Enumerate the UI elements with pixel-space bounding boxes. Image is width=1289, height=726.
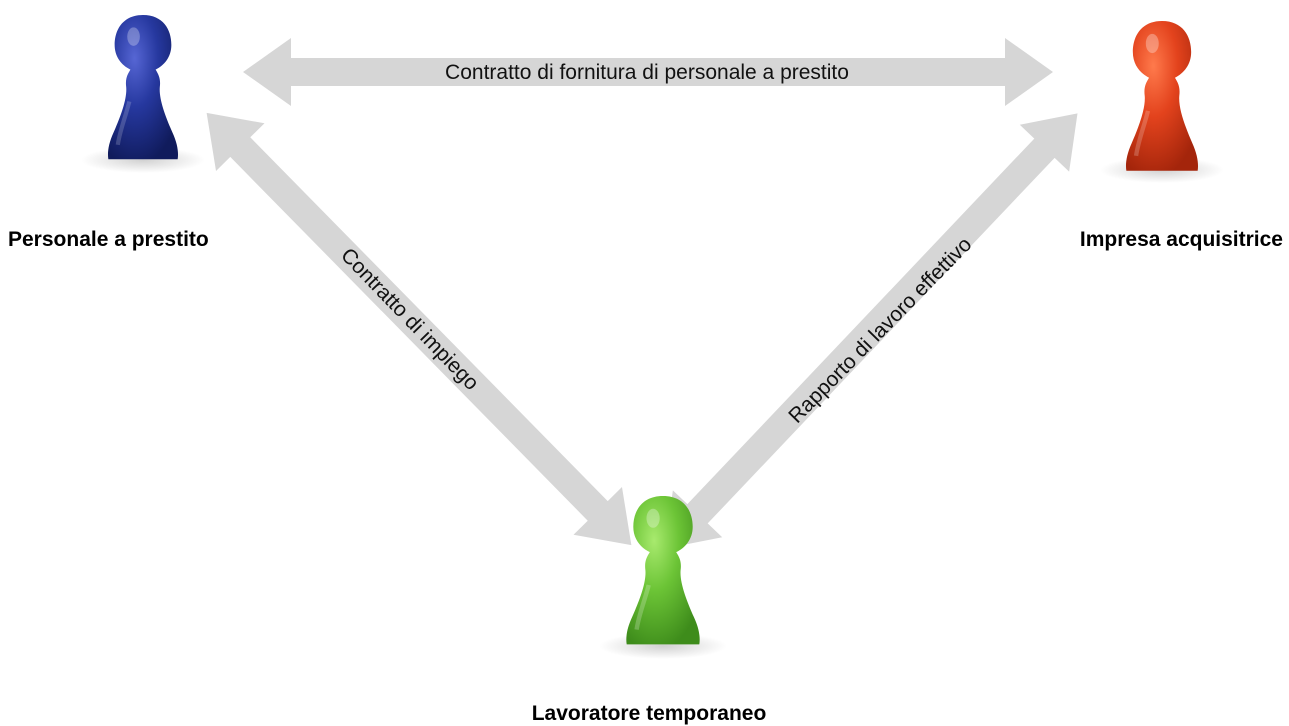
red-pawn-icon [1100,21,1224,183]
worker-node-label: Lavoratore temporaneo [532,702,767,725]
blue-pawn-icon [81,15,205,173]
top-double-arrow [243,38,1053,106]
top-relation-label: Contratto di fornitura di personale a pr… [445,61,849,84]
right-double-arrow [664,113,1078,549]
right-relation-label: Rapporto di lavoro effettivo [784,233,976,428]
left-double-arrow [206,112,632,546]
green-pawn-icon [599,496,727,659]
left-relation-label: Contratto di impiego [336,244,483,395]
lender-node-label: Personale a prestito [8,228,209,251]
acquirer-node-label: Impresa acquisitrice [1080,228,1283,251]
